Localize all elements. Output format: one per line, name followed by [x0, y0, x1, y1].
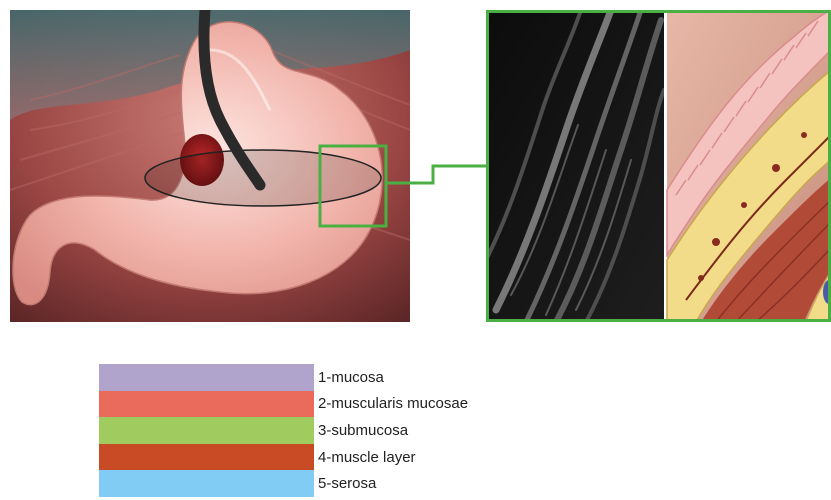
legend-label: 5-serosa	[318, 475, 376, 492]
legend-swatch	[99, 417, 314, 444]
layer-legend: 1-mucosa 2-muscularis mucosae 3-submucos…	[99, 364, 519, 497]
histology-illustration	[667, 10, 831, 322]
legend-item-mucosa: 1-mucosa	[99, 364, 519, 391]
legend-item-submucosa: 3-submucosa	[99, 417, 519, 444]
legend-swatch	[99, 391, 314, 418]
legend-label: 4-muscle layer	[318, 449, 416, 466]
legend-label: 1-mucosa	[318, 369, 384, 386]
legend-label: 3-submucosa	[318, 422, 408, 439]
legend-swatch	[99, 444, 314, 471]
stomach-illustration	[10, 10, 410, 322]
zoomed-wall-panel	[486, 10, 831, 322]
legend-swatch	[99, 470, 314, 497]
ultrasound-scan-ring-icon	[145, 150, 381, 206]
zoom-connector	[386, 150, 488, 200]
legend-label: 2-muscularis mucosae	[318, 395, 468, 412]
legend-item-muscle-layer: 4-muscle layer	[99, 444, 519, 471]
legend-item-muscularis-mucosae: 2-muscularis mucosae	[99, 391, 519, 418]
ultrasound-image	[486, 10, 664, 322]
legend-item-serosa: 5-serosa	[99, 470, 519, 497]
legend-swatch	[99, 364, 314, 391]
